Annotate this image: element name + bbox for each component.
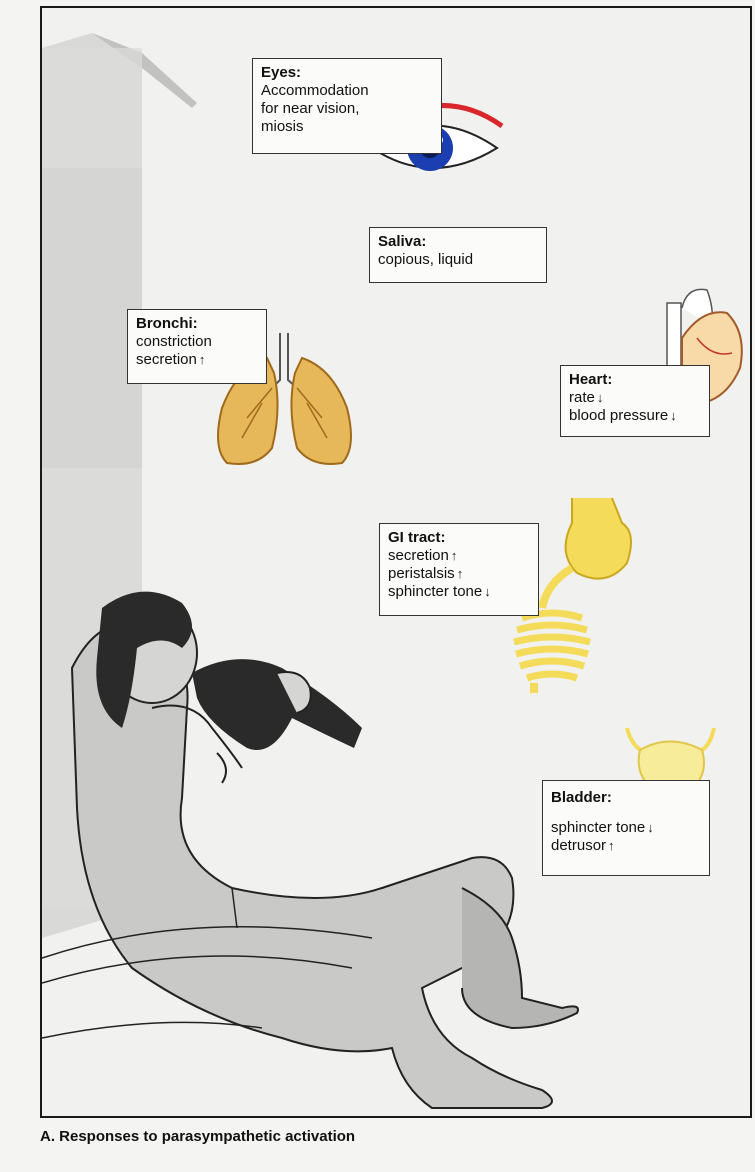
arrow-up-icon: ↑ <box>199 351 206 369</box>
heart-label: Heart: rate↓ blood pressure↓ <box>560 365 710 437</box>
bronchi-title: Bronchi: <box>136 315 258 333</box>
bladder-line-with-arrow: detrusor↑ <box>551 837 701 855</box>
gi-line-with-arrow: peristalsis↑ <box>388 565 530 583</box>
arrow-down-icon: ↓ <box>647 819 654 837</box>
person-figure <box>42 592 578 1108</box>
heart-line-with-arrow: rate↓ <box>569 389 701 407</box>
eyes-title: Eyes: <box>261 64 433 82</box>
arrow-down-icon: ↓ <box>484 583 491 601</box>
figure-caption: A. Responses to parasympathetic activati… <box>40 1128 355 1145</box>
arrow-down-icon: ↓ <box>670 407 677 425</box>
gi-secretion-text: secretion <box>388 547 449 564</box>
bronchi-line-with-arrow: secretion↑ <box>136 351 258 369</box>
heart-bp-text: blood pressure <box>569 407 668 424</box>
eyes-label: Eyes: Accommodation for near vision, mio… <box>252 58 442 154</box>
bronchi-line: constriction <box>136 333 258 351</box>
arrow-up-icon: ↑ <box>457 565 464 583</box>
eyes-line: for near vision, <box>261 100 433 118</box>
saliva-line: copious, liquid <box>378 251 538 269</box>
gi-tract-label: GI tract: secretion↑ peristalsis↑ sphinc… <box>379 523 539 616</box>
diagram-frame: Eyes: Accommodation for near vision, mio… <box>40 6 752 1118</box>
arrow-up-icon: ↑ <box>608 837 615 855</box>
bladder-title: Bladder: <box>551 789 701 807</box>
saliva-title: Saliva: <box>378 233 538 251</box>
bladder-detrusor-text: detrusor <box>551 837 606 854</box>
bronchi-secretion-text: secretion <box>136 351 197 368</box>
heart-line-with-arrow: blood pressure↓ <box>569 407 701 425</box>
gi-line-with-arrow: sphincter tone↓ <box>388 583 530 601</box>
gi-line-with-arrow: secretion↑ <box>388 547 530 565</box>
arrow-down-icon: ↓ <box>597 389 604 407</box>
heart-rate-text: rate <box>569 389 595 406</box>
bladder-label: Bladder: sphincter tone↓ detrusor↑ <box>542 780 710 876</box>
saliva-label: Saliva: copious, liquid <box>369 227 547 283</box>
gi-title: GI tract: <box>388 529 530 547</box>
arrow-up-icon: ↑ <box>451 547 458 565</box>
heart-title: Heart: <box>569 371 701 389</box>
bladder-spacer <box>551 807 701 819</box>
eyes-line: miosis <box>261 118 433 136</box>
bladder-sphincter-text: sphincter tone <box>551 819 645 836</box>
bronchi-label: Bronchi: constriction secretion↑ <box>127 309 267 384</box>
gi-sphincter-text: sphincter tone <box>388 583 482 600</box>
bladder-line-with-arrow: sphincter tone↓ <box>551 819 701 837</box>
eyes-line: Accommodation <box>261 82 433 100</box>
gi-peristalsis-text: peristalsis <box>388 565 455 582</box>
